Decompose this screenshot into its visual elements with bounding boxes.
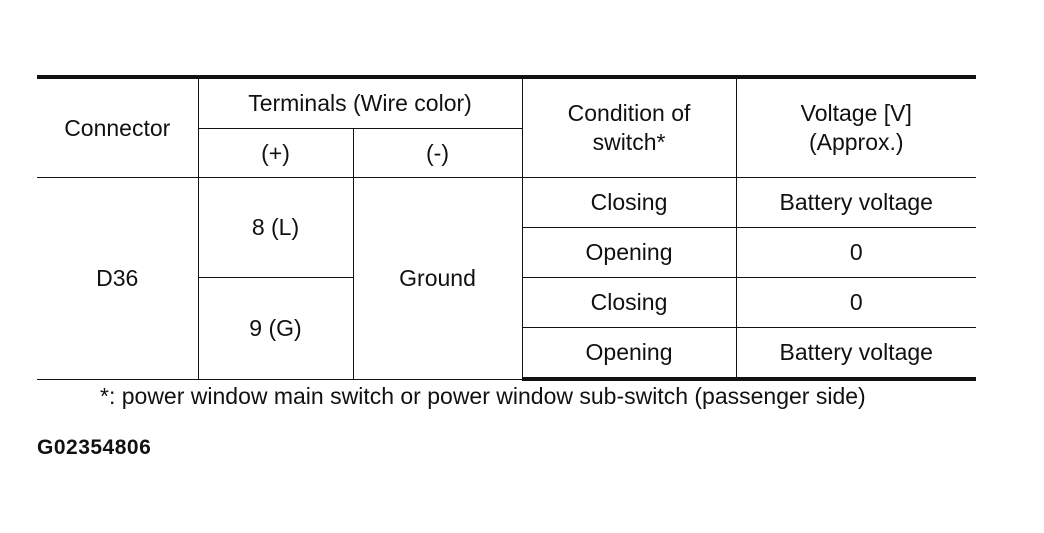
connector-inspection-table: Connector Terminals (Wire color) Conditi… <box>37 75 977 381</box>
voltage-cell: 0 <box>735 277 977 328</box>
condition-cell: Closing <box>521 177 737 228</box>
voltage-cell: Battery voltage <box>735 327 977 381</box>
header-minus: (-) <box>352 128 523 178</box>
table-row: Opening 0 <box>37 227 977 278</box>
header-voltage-line1: Voltage [V] <box>800 100 912 127</box>
header-row-2: (+) (-) <box>37 128 976 178</box>
header-plus: (+) <box>197 128 354 178</box>
header-voltage-line2: (Approx.) <box>808 129 904 155</box>
header-row-1: Connector Terminals (Wire color) Conditi… <box>37 75 977 178</box>
footnote: *: power window main switch or power win… <box>100 383 866 409</box>
header-voltage: Voltage [V] (Approx.) <box>735 75 977 178</box>
figure-code: G02354806 <box>37 436 152 459</box>
voltage-cell: Battery voltage <box>735 177 977 228</box>
condition-cell: Opening <box>521 227 737 278</box>
minus-terminal-cell: Ground <box>352 177 523 380</box>
header-connector: Connector <box>37 75 199 178</box>
header-condition: Condition of switch* <box>521 75 737 178</box>
condition-cell: Closing <box>521 277 737 328</box>
plus-terminal-cell: 8 (L) <box>197 177 354 278</box>
header-condition-line2: switch* <box>592 129 666 155</box>
table-row: Opening Battery voltage <box>37 327 977 381</box>
plus-terminal-cell: 9 (G) <box>197 277 354 380</box>
table-row: 9 (G) Closing 0 <box>37 277 977 380</box>
voltage-cell: 0 <box>735 227 977 278</box>
condition-cell: Opening <box>521 327 737 381</box>
table-row: D36 8 (L) Ground Closing Battery voltage <box>37 177 977 380</box>
header-condition-line1: Condition of <box>567 100 691 127</box>
connector-cell: D36 <box>37 177 199 380</box>
header-terminals: Terminals (Wire color) <box>197 75 523 129</box>
connector-inspection-table-container: Connector Terminals (Wire color) Conditi… <box>37 75 977 381</box>
